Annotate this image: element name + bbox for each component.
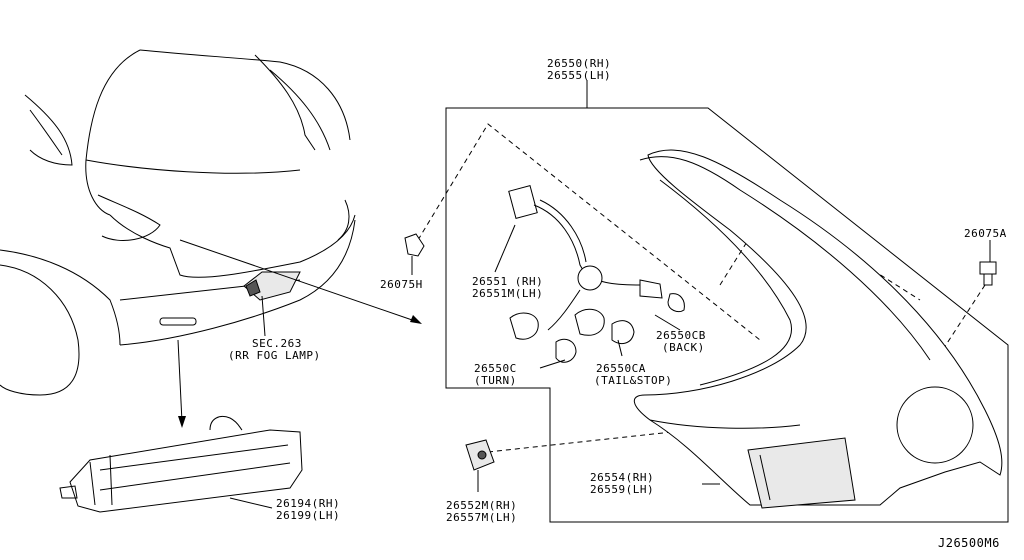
label-bolt-26075a: 26075A	[964, 227, 1007, 240]
label-clip-26075h: 26075H	[380, 278, 423, 291]
label-lens-lh: 26559(LH)	[590, 483, 655, 496]
label-harness-rh: 26551 (RH)	[472, 275, 544, 288]
vehicle-rear-body	[0, 49, 356, 396]
bolt-26075a	[979, 240, 997, 286]
label-reflector-rh: 26194(RH)	[276, 497, 341, 510]
pointer-arrows	[177, 239, 422, 428]
label-fog-lamp-desc: (RR FOG LAMP)	[228, 349, 321, 362]
wiring-harness	[494, 185, 685, 369]
fog-lamp-leader	[261, 295, 266, 337]
label-socket-back-desc: (BACK)	[662, 341, 705, 354]
diagram-id: J26500M6	[938, 536, 1000, 550]
label-socket-turn-code: 26550C	[474, 362, 517, 375]
label-socket-turn-desc: (TURN)	[474, 374, 517, 387]
lamp-lens-housing	[633, 149, 1003, 509]
label-grommet-lh: 26557M(LH)	[446, 511, 518, 524]
grommet-part	[465, 439, 495, 492]
label-lamp-assembly-lh: 26555(LH)	[547, 69, 612, 82]
label-harness-lh: 26551M(LH)	[472, 287, 544, 300]
assembly-frame	[445, 107, 1009, 523]
label-grommet-rh: 26552M(RH)	[446, 499, 518, 512]
clip-26075h	[404, 233, 425, 275]
label-reflector-lh: 26199(LH)	[276, 509, 341, 522]
label-socket-back-code: 26550CB	[656, 329, 706, 342]
rear-reflector-part	[59, 416, 303, 513]
label-fog-lamp-sec: SEC.263	[252, 337, 302, 350]
label-lens-rh: 26554(RH)	[590, 471, 655, 484]
label-socket-tail-code: 26550CA	[596, 362, 646, 375]
label-lamp-assembly-rh: 26550(RH)	[547, 57, 612, 70]
label-socket-tail-desc: (TAIL&STOP)	[594, 374, 673, 387]
